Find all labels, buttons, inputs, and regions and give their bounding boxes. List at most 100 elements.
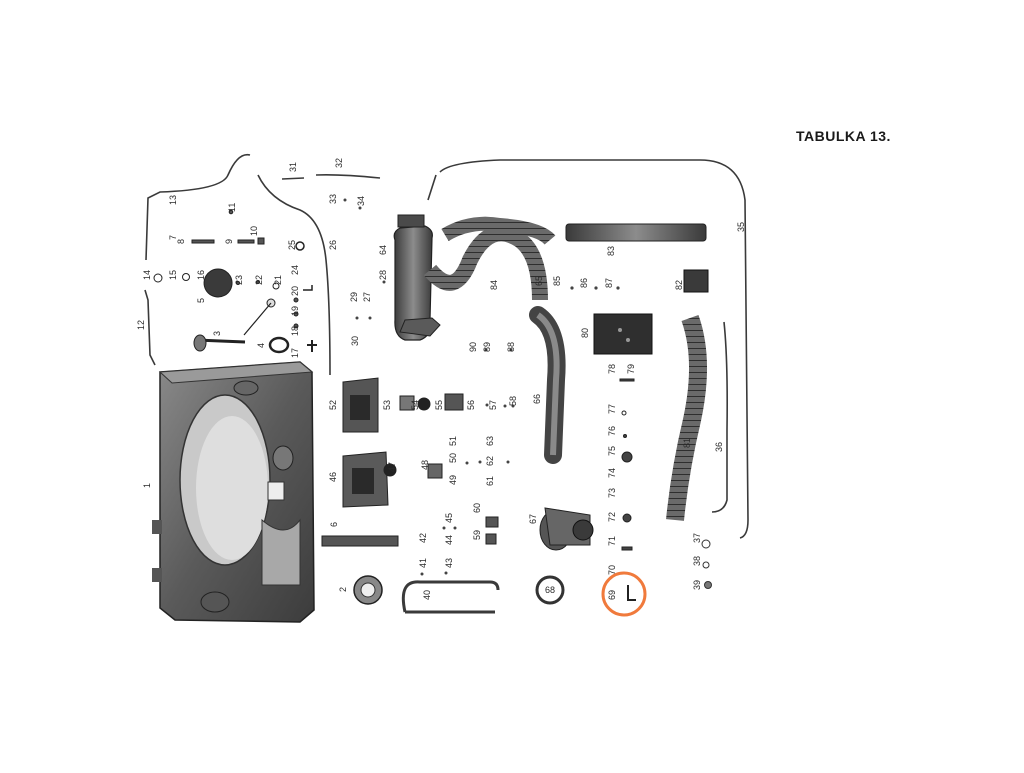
label-31: 31 (288, 162, 298, 172)
label-7: 7 (168, 235, 178, 240)
label-89: 89 (482, 342, 492, 352)
label-72: 72 (607, 512, 617, 522)
label-65: 65 (534, 276, 544, 286)
strap-part-40 (401, 580, 500, 614)
label-2: 2 (338, 587, 348, 592)
bracket-part-52 (342, 377, 379, 433)
part-69-shape (627, 585, 636, 601)
fuel-tank-part-1 (152, 361, 315, 623)
label-40: 40 (422, 590, 432, 600)
label-80: 80 (580, 328, 590, 338)
label-78: 78 (607, 364, 617, 374)
label-26: 26 (328, 240, 338, 250)
label-43: 43 (444, 558, 454, 568)
label-56: 56 (466, 400, 476, 410)
label-10: 10 (249, 226, 259, 236)
label-20: 20 (290, 286, 300, 296)
label-32: 32 (334, 158, 344, 168)
label-61: 61 (485, 476, 495, 486)
label-15: 15 (168, 270, 178, 280)
line-part-26 (257, 174, 331, 376)
ring-part-2 (353, 575, 383, 605)
label-30: 30 (350, 336, 360, 346)
bracket-part-46 (342, 451, 389, 508)
flex-hose-part-81 (666, 269, 709, 521)
label-59: 59 (472, 530, 482, 540)
label-35: 35 (736, 222, 746, 232)
label-62: 62 (485, 456, 495, 466)
label-3: 3 (212, 331, 222, 336)
label-58: 58 (508, 396, 518, 406)
label-51: 51 (448, 436, 458, 446)
sleeve-part-82 (683, 269, 709, 293)
label-25: 25 (287, 240, 297, 250)
label-70: 70 (607, 565, 617, 575)
label-79: 79 (626, 364, 636, 374)
hose-part-66 (529, 306, 566, 464)
small-parts-column (619, 378, 636, 601)
label-34: 34 (356, 196, 366, 206)
label-19: 19 (290, 306, 300, 316)
label-48: 48 (420, 460, 430, 470)
label-23: 23 (234, 275, 244, 285)
label-64: 64 (378, 245, 388, 255)
label-82: 82 (674, 280, 684, 290)
part-number-labels: 1 2 3 4 5 6 7 8 9 10 11 12 13 14 15 16 1… (136, 158, 746, 600)
label-42: 42 (418, 533, 428, 543)
label-83: 83 (606, 246, 616, 256)
strip-part-6 (321, 535, 399, 547)
label-46: 46 (328, 472, 338, 482)
fan-part-67 (539, 507, 594, 551)
line-part-31 (281, 177, 305, 180)
label-55: 55 (434, 400, 444, 410)
seal-part-68 (535, 575, 565, 605)
label-81: 81 (682, 438, 692, 448)
small-hardware (153, 209, 317, 354)
label-12: 12 (136, 320, 146, 330)
label-87: 87 (604, 278, 614, 288)
label-28: 28 (378, 270, 388, 280)
label-6: 6 (329, 522, 339, 527)
label-77: 77 (607, 404, 617, 414)
label-74: 74 (607, 468, 617, 478)
label-84: 84 (489, 280, 499, 290)
label-37: 37 (692, 533, 702, 543)
label-88: 88 (506, 342, 516, 352)
label-41: 41 (418, 558, 428, 568)
label-13: 13 (168, 195, 178, 205)
label-85: 85 (552, 276, 562, 286)
label-1: 1 (142, 483, 152, 488)
label-50: 50 (448, 453, 458, 463)
label-4: 4 (256, 343, 266, 348)
highlight-circle (601, 571, 647, 617)
label-75: 75 (607, 446, 617, 456)
label-8: 8 (176, 239, 186, 244)
label-54: 54 (410, 400, 420, 410)
label-24: 24 (290, 265, 300, 275)
label-21: 21 (273, 275, 283, 285)
label-69: 69 (607, 590, 617, 600)
table-title: TABULKA 13. (796, 128, 891, 144)
label-14: 14 (142, 270, 152, 280)
label-73: 73 (607, 488, 617, 498)
small-blocks (383, 393, 499, 545)
label-16: 16 (196, 270, 206, 280)
heater-box-part-80 (593, 313, 653, 355)
label-76: 76 (607, 426, 617, 436)
tube-part-83 (565, 223, 707, 242)
label-17: 17 (290, 348, 300, 358)
label-47: 47 (387, 462, 397, 472)
label-71: 71 (607, 536, 617, 546)
label-67: 67 (528, 514, 538, 524)
label-36: 36 (714, 442, 724, 452)
label-57: 57 (488, 400, 498, 410)
label-38: 38 (692, 556, 702, 566)
line-part-32 (315, 174, 381, 179)
label-52: 52 (328, 400, 338, 410)
label-29: 29 (349, 292, 359, 302)
label-63: 63 (485, 436, 495, 446)
label-68: 68 (545, 585, 555, 595)
label-22: 22 (254, 275, 264, 285)
